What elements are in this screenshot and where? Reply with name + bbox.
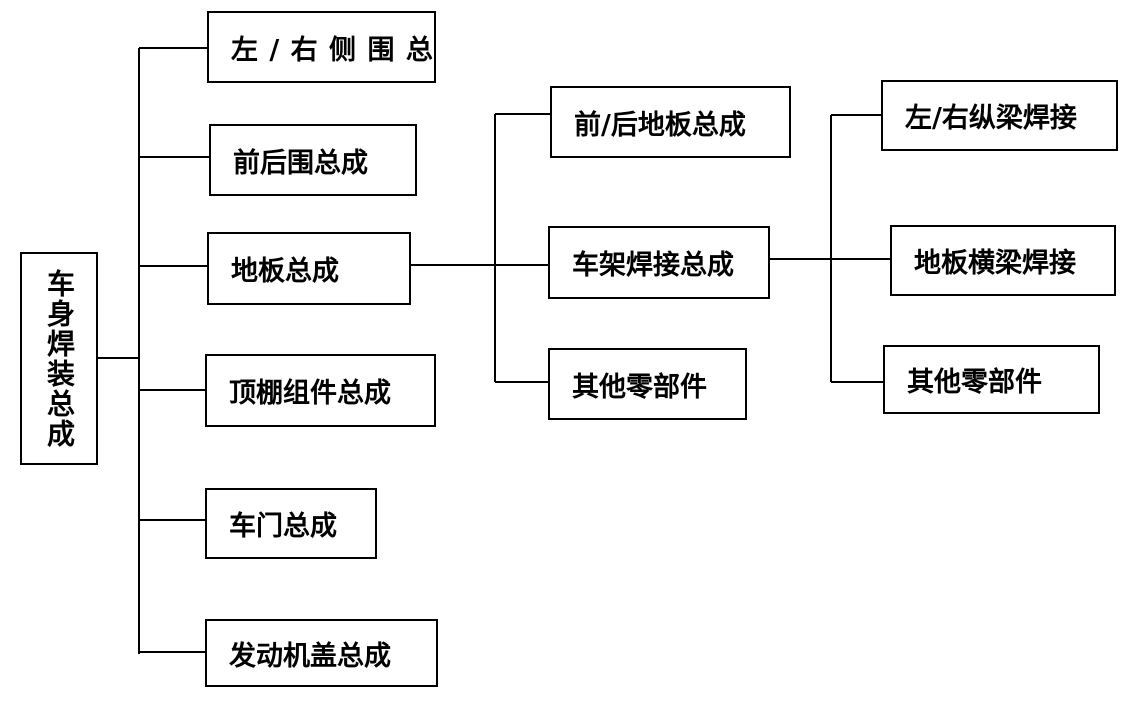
box-longitudinal-beam-welding: 左/右纵梁焊接 (881, 80, 1118, 151)
box-front-rear-floor-assembly: 前/后地板总成 (550, 86, 791, 158)
label-floor-assembly: 地板总成 (231, 256, 339, 287)
box-other-parts-level2: 其他零部件 (548, 348, 747, 420)
box-floor-crossbeam-welding: 地板横梁焊接 (890, 225, 1116, 296)
label-roof-assembly: 顶棚组件总成 (229, 378, 391, 409)
box-door-assembly: 车门总成 (205, 488, 377, 559)
box-front-rear-panel-assembly: 前后围总成 (209, 124, 417, 196)
label-hood-assembly: 发动机盖总成 (229, 640, 391, 672)
box-other-parts-level3: 其他零部件 (883, 345, 1100, 414)
box-floor-assembly: 地板总成 (207, 232, 411, 305)
label-frame-welding-assembly: 车架焊接总成 (572, 250, 734, 281)
label-door-assembly: 车门总成 (229, 511, 337, 542)
box-hood-assembly: 发动机盖总成 (205, 619, 438, 687)
root-label: 车身焊装总成 (43, 268, 76, 449)
box-roof-assembly: 顶棚组件总成 (205, 354, 436, 427)
label-side-panel-assembly: 左 / 右 侧 围 总 (231, 34, 434, 66)
label-longitudinal-beam-welding: 左/右纵梁焊接 (905, 103, 1077, 134)
box-side-panel-assembly: 左 / 右 侧 围 总 (207, 11, 436, 83)
root-box-body-welding-assembly: 车身焊装总成 (20, 252, 98, 465)
label-other-parts-level2: 其他零部件 (572, 371, 707, 403)
box-frame-welding-assembly: 车架焊接总成 (548, 226, 770, 299)
label-front-rear-floor-assembly: 前/后地板总成 (574, 109, 746, 141)
label-front-rear-panel-assembly: 前后围总成 (233, 147, 368, 179)
label-floor-crossbeam-welding: 地板横梁焊接 (914, 248, 1076, 279)
label-other-parts-level3: 其他零部件 (907, 367, 1042, 398)
